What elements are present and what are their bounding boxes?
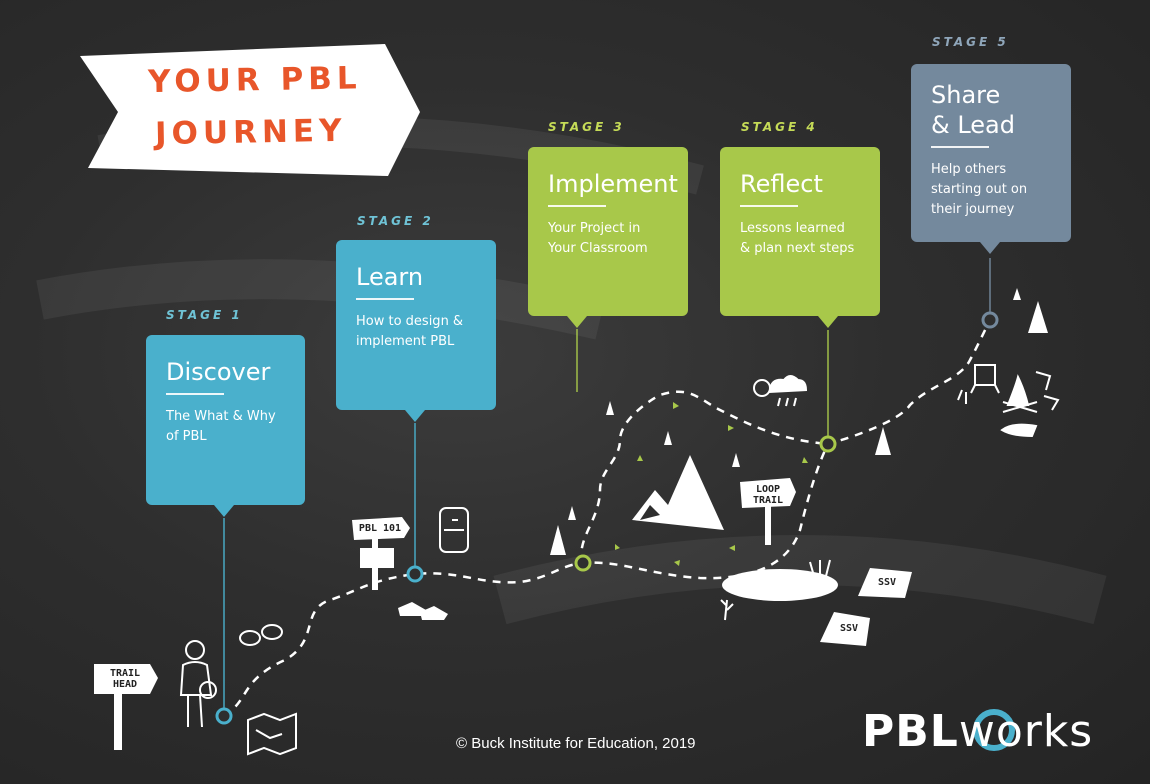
trail-head-sign (94, 664, 158, 750)
stage2-text1: How to design & (356, 314, 464, 329)
stage5-text1: Help others (931, 162, 1007, 177)
stage5-divider (931, 146, 989, 148)
tree-icon (606, 401, 614, 415)
loop-line2: TRAIL (752, 495, 784, 506)
stage4-text1: Lessons learned (740, 221, 845, 236)
stage1-text1: The What & Why (166, 409, 276, 424)
stage4-text2: & plan next steps (740, 241, 855, 256)
stage2-marker (406, 565, 424, 583)
stage1-text2: of PBL (166, 429, 207, 444)
chair-icon (1035, 371, 1060, 411)
stage3-marker (574, 554, 592, 572)
mountain-icon (632, 455, 724, 530)
tree-icon (568, 506, 576, 520)
copyright-text: © Buck Institute for Education, 2019 (456, 735, 696, 752)
stage2-pointer (405, 410, 425, 422)
loop-trail-path (580, 390, 829, 564)
campfire-icon (1006, 374, 1030, 406)
chair-icon (970, 364, 1000, 394)
stage4-divider (740, 205, 798, 207)
stage3-label: STAGE 3 (548, 120, 625, 134)
loop-trail-sign-text: LOOP TRAIL (744, 484, 792, 506)
stage1-label: STAGE 1 (166, 308, 243, 322)
binoculars-icon (239, 624, 283, 646)
pbl101-sign-text: PBL 101 (358, 523, 402, 534)
stage2-title: Learn (356, 263, 424, 291)
stage1-card-discover: Discover The What & Why of PBL (146, 335, 305, 517)
plant-icon (957, 389, 967, 404)
stage3-text2: Your Classroom (548, 241, 648, 256)
tent-label-1: SSV (877, 577, 897, 588)
stage5-marker (981, 311, 999, 329)
map-icon (247, 712, 297, 756)
stage2-text2: implement PBL (356, 334, 455, 349)
stage5-title2: & Lead (931, 111, 1015, 139)
loop-line1: LOOP (755, 484, 781, 495)
tree-icon (732, 453, 740, 467)
stage5-card-share-lead: Share & Lead Help others starting out on… (911, 64, 1071, 254)
logo-ring-icon (973, 709, 1015, 751)
stage5-text2: starting out on (931, 182, 1028, 197)
tree-icon (1028, 301, 1048, 333)
pblworks-logo: PBLworks (862, 706, 1093, 757)
stage1-pointer (214, 505, 234, 517)
plant-icon (720, 599, 734, 621)
logo-bold-text: PBL (862, 706, 959, 757)
banner-title-line2: JOURNEY (154, 112, 347, 153)
tent-label-2: SSV (839, 623, 859, 634)
plant-icon (809, 559, 831, 578)
banner-shape (80, 44, 420, 176)
stage1-title: Discover (166, 358, 271, 386)
tree-icon (1013, 288, 1021, 300)
stage2-card-learn: Learn How to design & implement PBL (336, 240, 496, 422)
stage3-title: Implement (548, 170, 678, 198)
tree-icon (550, 525, 566, 555)
stage1-divider (166, 393, 224, 395)
main-trail-path (223, 319, 992, 718)
stage3-text1: Your Project in (548, 221, 641, 236)
logo-light-text: works (958, 706, 1094, 757)
stage4-title: Reflect (740, 170, 823, 198)
pbl101-sign (352, 517, 410, 590)
stage5-text3: their journey (931, 202, 1015, 217)
tent-icon (858, 568, 912, 598)
stage4-label: STAGE 4 (741, 120, 818, 134)
stage3-divider (548, 205, 606, 207)
stage1-marker (215, 707, 233, 725)
tree-icon (664, 431, 672, 445)
tree-icon (875, 427, 891, 455)
stage2-label: STAGE 2 (357, 214, 434, 228)
stage5-pointer (980, 242, 1000, 254)
stage5-title: Share (931, 81, 1001, 109)
trail-head-line1: TRAIL (109, 668, 141, 679)
stage4-card-reflect: Reflect Lessons learned & plan next step… (720, 147, 880, 328)
stage4-marker (819, 435, 837, 453)
pond-icon (722, 569, 838, 601)
boots-icon (398, 602, 448, 620)
stage3-pointer (567, 316, 587, 328)
weather-icon (753, 375, 808, 407)
stage3-card-implement: Implement Your Project in Your Classroom (528, 147, 688, 328)
stage2-divider (356, 298, 414, 300)
log-icon (1000, 423, 1038, 438)
loop-trail-sign (740, 478, 796, 545)
stage4-pointer (818, 316, 838, 328)
banner-title-line1: YOUR PBL (147, 60, 362, 101)
trail-head-sign-text: TRAIL HEAD (100, 668, 150, 690)
trail-head-line2: HEAD (112, 679, 138, 690)
stage5-label: STAGE 5 (932, 35, 1009, 49)
hiker-icon (179, 640, 217, 728)
backpack-icon (439, 507, 469, 553)
tent-icon (820, 612, 870, 646)
